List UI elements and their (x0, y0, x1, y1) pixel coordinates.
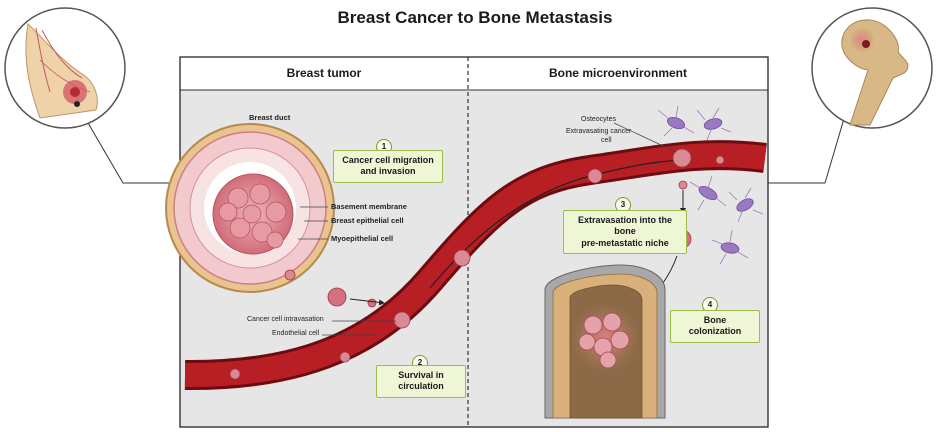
step-3-number: 3 (615, 197, 631, 213)
label-basement-membrane: Basement membrane (331, 202, 407, 211)
breast-callout-connector (76, 103, 180, 184)
step-3-box: Extravasation into the bone pre-metastat… (563, 210, 687, 254)
diagram-title: Breast Cancer to Bone Metastasis (337, 8, 613, 27)
blood-vessel-lumen (184, 143, 767, 388)
label-endothelial-cell: Endothelial cell (272, 330, 320, 337)
label-extravasating-cell-line2: cell (601, 137, 612, 144)
step-4-box: Bone colonization (670, 310, 760, 343)
step-3-line2: pre-metastatic niche (581, 237, 669, 248)
step-2-box: Survival in circulation (376, 365, 466, 398)
step-4-line1: Bone colonization (688, 315, 742, 337)
osteocytes (666, 116, 754, 254)
bone-callout (811, 7, 933, 129)
step-1-line2: and invasion (360, 166, 416, 177)
step-2-line1: Survival in (398, 370, 444, 380)
panel-header-breast-tumor: Breast tumor (286, 66, 362, 80)
left-leader-lines (298, 206, 396, 336)
label-intravasation: Cancer cell intravasation (247, 316, 324, 323)
step-3-line1: Extravasation into the bone (577, 215, 673, 237)
label-breast-epithelial-cell: Breast epithelial cell (331, 216, 404, 225)
label-breast-duct: Breast duct (249, 113, 291, 122)
panel-header-bone-microenvironment: Bone microenvironment (548, 66, 688, 80)
migrating-cells (327, 287, 385, 308)
step-2-line2: circulation (398, 381, 444, 392)
label-osteocytes: Osteocytes (581, 116, 617, 123)
bone-section (544, 264, 666, 419)
label-myoepithelial-cell: Myoepithelial cell (331, 234, 394, 243)
step-4-number: 4 (702, 297, 718, 313)
vessel-cells (229, 148, 725, 380)
step-1-box: Cancer cell migration and invasion (333, 150, 443, 183)
osteocyte-processes (657, 105, 764, 265)
step-1-line1: Cancer cell migration (342, 155, 434, 165)
label-extravasating-cell-line1: Extravasating cancer (566, 128, 632, 135)
breast-callout (4, 7, 126, 129)
panel-header-strip (180, 57, 768, 90)
breast-duct (165, 123, 335, 293)
